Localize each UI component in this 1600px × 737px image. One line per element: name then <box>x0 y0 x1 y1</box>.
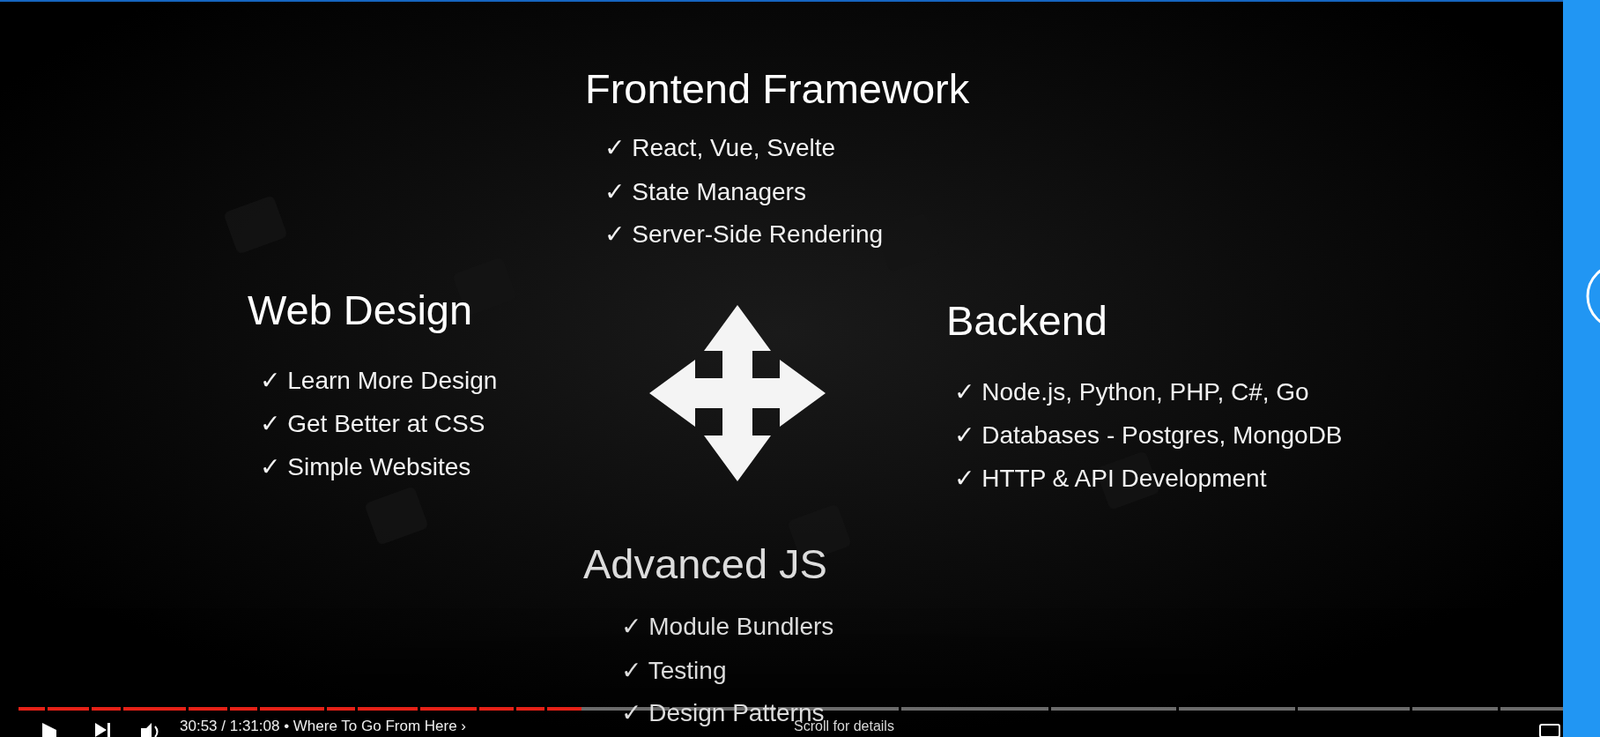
list-item: ✓ Get Better at CSS <box>259 408 485 439</box>
list-item: ✓ Module Bundlers <box>621 611 834 642</box>
list-item: ✓ Node.js, Python, PHP, C#, Go <box>954 377 1310 408</box>
list-item: ✓ Design Patterns <box>621 697 824 728</box>
list-item: ✓ Simple Websites <box>259 451 471 482</box>
list-item: ✓ State Managers <box>604 177 807 208</box>
scroll-hint: Scroll for details <box>793 717 895 734</box>
list-item: ✓ HTTP & API Development <box>954 463 1267 494</box>
list-item: ✓ Server-Side Rendering <box>604 219 883 250</box>
list-item: ✓ Learn More Design <box>259 365 497 396</box>
slide-background <box>0 0 1563 737</box>
controls-shade <box>0 607 1563 737</box>
top-edge-line <box>0 0 1600 2</box>
section-heading: Backend <box>946 296 1108 346</box>
video-time-title: 30:53 / 1:31:08 • Where To Go From Here … <box>179 717 467 735</box>
section-heading: Frontend Framework <box>585 64 970 114</box>
list-item: ✓ Testing <box>621 655 726 686</box>
list-item: ✓ React, Vue, Svelte <box>604 133 836 163</box>
section-heading: Advanced JS <box>583 539 828 589</box>
side-panel-icon <box>1587 264 1600 328</box>
list-item: ✓ Databases - Postgres, MongoDB <box>954 420 1343 451</box>
side-panel <box>1562 0 1600 737</box>
four-way-arrow <box>649 304 826 482</box>
section-heading: Web Design <box>247 285 473 335</box>
